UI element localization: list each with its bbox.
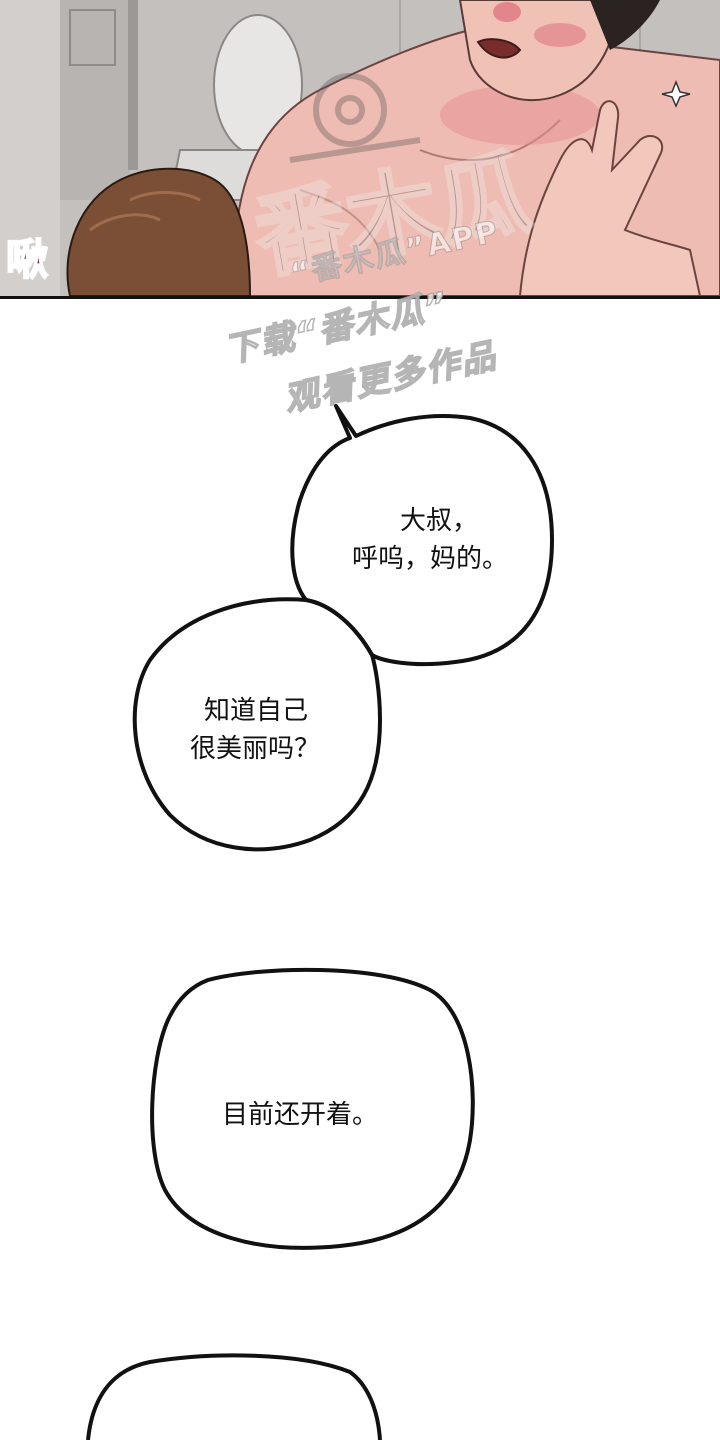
- speech-bubble-4: [86, 1353, 382, 1440]
- bubble-1-line-1: 大叔，: [400, 506, 479, 536]
- bubble-2-line-2: 很美丽吗？: [190, 734, 321, 764]
- speech-bubble-2: [132, 597, 382, 852]
- bubble-1-text: 大叔， 呼呜，妈的。: [352, 502, 532, 578]
- panel-illustration: 番木瓜: [0, 0, 720, 296]
- bubble-1-line-2: 呼呜，妈的。: [352, 544, 509, 574]
- comic-panel: 番木瓜 啾 “番木瓜”APP: [0, 0, 720, 299]
- speech-bubble-3: [150, 967, 475, 1250]
- sound-effect-text: 啾: [5, 234, 49, 285]
- bubble-2-text: 知道自己 很美丽吗？: [190, 692, 320, 768]
- bubble-2-line-1: 知道自己: [204, 696, 309, 726]
- bubble-3-text: 目前还开着。: [222, 1096, 378, 1134]
- bubble-3-line-1: 目前还开着。: [222, 1100, 379, 1130]
